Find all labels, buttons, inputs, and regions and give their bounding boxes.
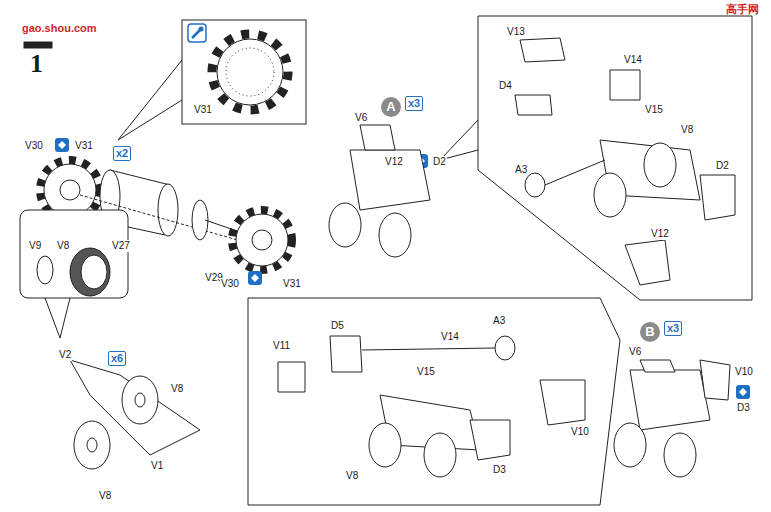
road-wheel bbox=[329, 203, 361, 247]
sprocket bbox=[232, 210, 292, 270]
detail-panel bbox=[20, 210, 128, 298]
part-number: V27 bbox=[111, 240, 131, 252]
sprocket-hub bbox=[60, 180, 80, 200]
part-number: V15 bbox=[644, 104, 664, 116]
part-v13 bbox=[520, 38, 565, 62]
part-number: V31 bbox=[74, 140, 94, 152]
tool-icon bbox=[188, 24, 206, 42]
part-number: V13 bbox=[506, 26, 526, 38]
part-number: V14 bbox=[623, 54, 643, 66]
part-v12 bbox=[625, 240, 670, 285]
part-number: D3 bbox=[492, 464, 507, 476]
callout-pointer bbox=[45, 298, 70, 338]
part-number: V31 bbox=[282, 278, 302, 290]
quantity-badge: x3 bbox=[405, 96, 423, 111]
quantity-badge: x2 bbox=[113, 146, 131, 161]
quantity-badge: x3 bbox=[664, 321, 682, 336]
step-bar bbox=[24, 42, 52, 48]
part-v11 bbox=[278, 362, 305, 392]
part-number: V30 bbox=[220, 278, 240, 290]
part-number: V12 bbox=[384, 156, 404, 168]
sprocket-detail bbox=[217, 39, 283, 105]
part-d3 bbox=[470, 420, 510, 460]
sprocket-detail bbox=[226, 48, 274, 96]
detail-panel bbox=[248, 298, 620, 505]
part-number: D5 bbox=[330, 320, 345, 332]
suspension-unit bbox=[630, 370, 710, 430]
part-number: V31 bbox=[193, 104, 213, 116]
part-number: V8 bbox=[170, 383, 184, 395]
part-number: V6 bbox=[628, 346, 642, 358]
tool-icon bbox=[192, 30, 200, 38]
wheel-part bbox=[37, 256, 53, 284]
road-wheel bbox=[87, 438, 97, 452]
watermark: gao.shou.com bbox=[22, 22, 97, 35]
road-wheel bbox=[74, 421, 110, 469]
part-v10 bbox=[540, 380, 585, 425]
road-wheel bbox=[664, 433, 696, 477]
tyre bbox=[70, 248, 110, 296]
detail-panel bbox=[478, 16, 752, 300]
part-number: A3 bbox=[514, 164, 528, 176]
part-number: V10 bbox=[570, 426, 590, 438]
part-number: V6 bbox=[354, 112, 368, 124]
sprocket bbox=[236, 214, 288, 266]
step-number: 1 bbox=[30, 50, 43, 78]
road-wheel bbox=[369, 423, 401, 467]
part-number: V12 bbox=[650, 228, 670, 240]
rim bbox=[81, 255, 107, 289]
part-number: V1 bbox=[150, 460, 164, 472]
bracket bbox=[640, 360, 675, 372]
road-wheel bbox=[594, 173, 626, 217]
part-number: V9 bbox=[28, 240, 42, 252]
part-number: D4 bbox=[498, 80, 513, 92]
part-number: V11 bbox=[272, 340, 291, 352]
drum-end bbox=[158, 184, 178, 236]
road-wheel bbox=[614, 423, 646, 467]
part-number: D2 bbox=[715, 160, 730, 172]
part-number: V2 bbox=[58, 349, 72, 361]
part-number: A3 bbox=[492, 315, 506, 327]
part-d2 bbox=[700, 175, 735, 220]
road-wheel bbox=[122, 376, 158, 424]
part-a3 bbox=[525, 173, 545, 197]
part-number: V8 bbox=[98, 490, 112, 502]
subassembly-letter: A bbox=[381, 97, 401, 117]
part-number: V8 bbox=[345, 470, 359, 482]
part-number: V15 bbox=[416, 366, 436, 378]
road-wheel bbox=[379, 213, 411, 257]
part-number: D2 bbox=[432, 156, 447, 168]
part-number: V10 bbox=[734, 366, 754, 378]
part-number: V8 bbox=[680, 124, 694, 136]
tool-icon bbox=[199, 27, 204, 32]
subassembly-letter: B bbox=[640, 322, 660, 342]
bracket bbox=[360, 125, 395, 150]
callout-pointer bbox=[440, 120, 478, 160]
part-a3 bbox=[495, 336, 515, 360]
detail-panel bbox=[182, 20, 306, 124]
road-wheel bbox=[424, 433, 456, 477]
part-number: V14 bbox=[440, 331, 460, 343]
road-wheel bbox=[644, 143, 676, 187]
part-d4 bbox=[515, 95, 552, 115]
sprocket bbox=[44, 164, 96, 216]
watermark: 高手网 bbox=[726, 3, 759, 16]
part-number: D3 bbox=[736, 402, 751, 414]
road-wheel bbox=[135, 393, 145, 407]
part-d5 bbox=[330, 336, 362, 372]
sprocket-hub bbox=[252, 230, 272, 250]
part-v10 bbox=[700, 360, 730, 400]
assembly-line bbox=[545, 160, 605, 185]
part-number: V30 bbox=[24, 140, 44, 152]
part-v14 bbox=[610, 70, 640, 100]
part-number: V8 bbox=[56, 240, 70, 252]
quantity-badge: x6 bbox=[108, 351, 126, 366]
assembly-line bbox=[362, 348, 495, 350]
callout-pointer bbox=[118, 60, 182, 140]
sprocket-detail bbox=[212, 34, 288, 110]
suspension-unit bbox=[350, 150, 430, 210]
